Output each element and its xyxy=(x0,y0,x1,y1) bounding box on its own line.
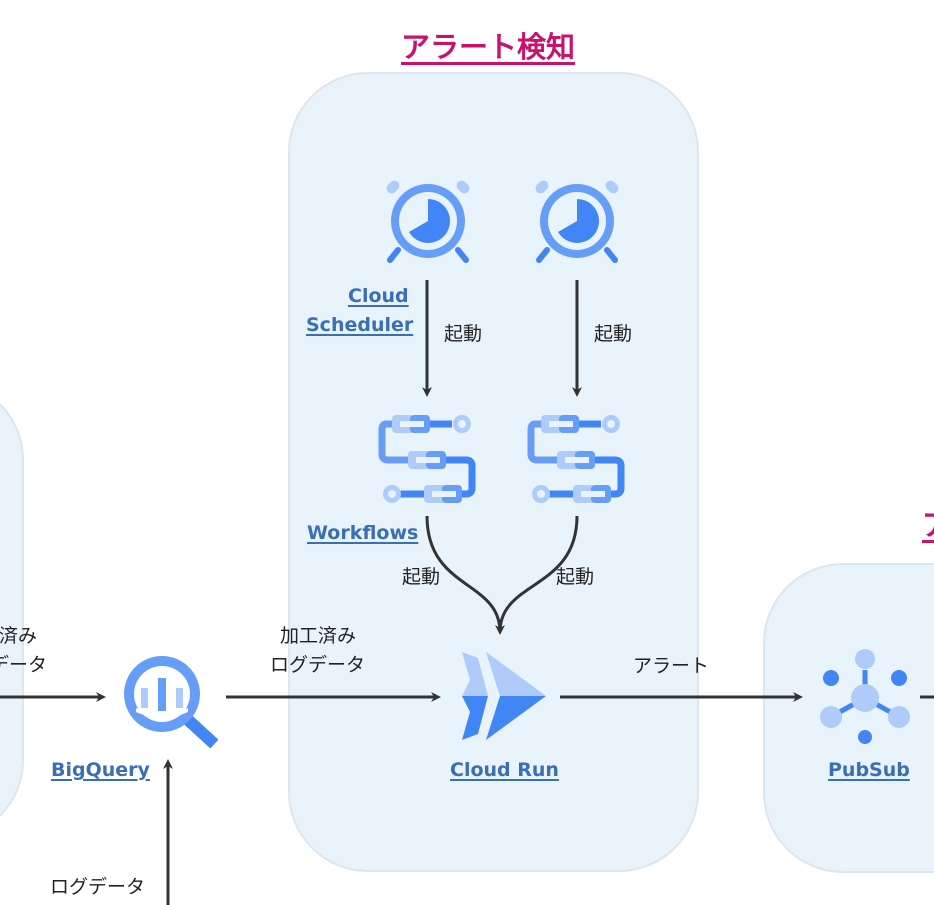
edge-label-workflows1: 起動 xyxy=(402,566,441,588)
cloud-run-icon xyxy=(462,652,546,740)
edge-label-processed-line1: 加工済み xyxy=(280,625,357,647)
edge-label-alert: アラート xyxy=(633,655,710,677)
alert-detection-title: アラート検知 xyxy=(401,30,576,64)
edge-label-logdata: ログデータ xyxy=(50,876,146,898)
edge-label-left-line1: 済み xyxy=(0,625,38,647)
edge-label-scheduler2: 起動 xyxy=(594,323,633,345)
pubsub-label[interactable]: PubSub xyxy=(828,759,910,781)
edge-label-left-line2: データ xyxy=(0,654,48,676)
pubsub-icon xyxy=(820,649,910,744)
cloud-scheduler-icon xyxy=(535,180,619,263)
bigquery-icon xyxy=(124,656,218,748)
workflows-label[interactable]: Workflows xyxy=(307,522,419,544)
arrow-workflows2-cloudrun xyxy=(498,515,579,633)
workflows-icon xyxy=(378,415,476,503)
alert-detection-group-box xyxy=(288,72,699,872)
cloud-scheduler-label-line1[interactable]: Cloud xyxy=(348,285,409,307)
edge-label-scheduler1: 起動 xyxy=(444,323,483,345)
cloud-scheduler-icon xyxy=(386,180,470,263)
workflows-icon xyxy=(527,415,625,503)
left-group-box xyxy=(0,380,24,840)
right-group-title: ア xyxy=(922,502,934,544)
edge-label-workflows2: 起動 xyxy=(556,566,595,588)
edge-label-processed-line2: ログデータ xyxy=(270,654,366,676)
bigquery-label[interactable]: BigQuery xyxy=(51,759,150,781)
arrow-workflows1-cloudrun xyxy=(425,515,505,635)
cloud-scheduler-label-line2[interactable]: Scheduler xyxy=(306,314,414,336)
cloud-run-label[interactable]: Cloud Run xyxy=(450,759,559,781)
